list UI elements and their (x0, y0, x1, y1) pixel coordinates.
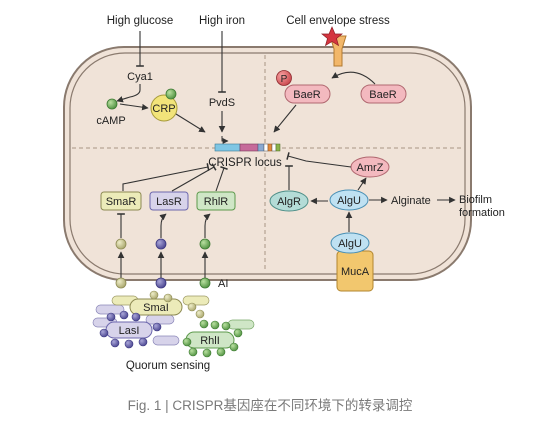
crp-protein (150, 94, 178, 122)
edge-ahl-rhlr (203, 213, 211, 238)
node-pvds: PvdS (209, 97, 235, 109)
crispr-locus-label: CRISPR locus (208, 157, 282, 169)
node-smar: SmaR (106, 196, 137, 208)
cell-inner-membrane (69, 52, 466, 275)
lasr-bound-dot (155, 238, 167, 250)
quorum-sensing-label: Quorum sensing (126, 360, 210, 372)
lasr-box (149, 191, 189, 211)
phosphate-badge (276, 70, 292, 86)
edge-amrz-crispr (286, 152, 352, 168)
signal-cell-envelope-stress: Cell envelope stress (286, 15, 390, 27)
crispr-locus-graphic (214, 136, 281, 152)
quorum-sensing-cluster (92, 290, 255, 358)
smar-ahl-dot (115, 238, 127, 250)
node-baer-p: BaeR (293, 89, 321, 101)
qs-rhli-label: RhlI (200, 335, 220, 347)
node-baer: BaeR (369, 89, 397, 101)
edge-baer-phosphorylation (331, 71, 376, 85)
rhlr-bound-dot (199, 238, 211, 250)
node-muca: MucA (341, 266, 370, 278)
edge-rhlr-crispr (215, 166, 228, 192)
node-algr: AlgR (277, 196, 301, 208)
figure-caption: Fig. 1 | CRISPR基因座在不同环境下的转录调控 (127, 398, 413, 413)
signal-high-glucose: High glucose (107, 15, 173, 27)
edge-cya1-camp (116, 84, 141, 103)
algu-node (329, 189, 369, 211)
node-rhlr: RhlR (204, 196, 229, 208)
algu-lower-node (330, 232, 370, 254)
qs-smai-label: SmaI (143, 302, 169, 314)
qs-lasi-label: LasI (119, 325, 140, 337)
edge-lasr-crispr (171, 163, 217, 192)
edge-ahl-lasr (159, 213, 167, 238)
node-alginate: Alginate (391, 195, 431, 207)
rhlr-box (196, 191, 236, 211)
edge-baer-crispr (273, 104, 297, 133)
ahl-smai-out (115, 277, 127, 289)
sensor-kinase (329, 35, 347, 67)
ahl-lasi-out (155, 277, 167, 289)
edge-smar-crispr (122, 163, 210, 191)
node-algu: AlgU (337, 195, 361, 207)
node-cya1: Cya1 (127, 71, 153, 83)
node-camp: cAMP (96, 115, 125, 127)
smar-box (100, 191, 142, 211)
node-phospho: P (281, 74, 288, 85)
node-biofilm-line1: Biofilm (459, 194, 492, 206)
ahl-rhli-out (199, 277, 211, 289)
baer-p-box (284, 84, 331, 104)
edge-camp-crp (119, 103, 149, 111)
crp-camp-dot (165, 88, 177, 100)
node-amrz: AmrZ (357, 162, 384, 174)
camp-molecule (106, 98, 118, 110)
edge-crp-crispr (175, 113, 206, 133)
ai-label: AI (218, 278, 228, 290)
node-algu-lower: AlgU (338, 238, 362, 250)
node-lasr: LasR (156, 196, 182, 208)
baer-box (360, 84, 407, 104)
edge-algu-amrz (357, 177, 367, 191)
node-crp: CRP (152, 103, 175, 115)
node-biofilm-line2: formation (459, 207, 505, 219)
algr-node (269, 190, 309, 212)
stress-star-icon (321, 26, 343, 47)
signal-high-iron: High iron (199, 15, 245, 27)
